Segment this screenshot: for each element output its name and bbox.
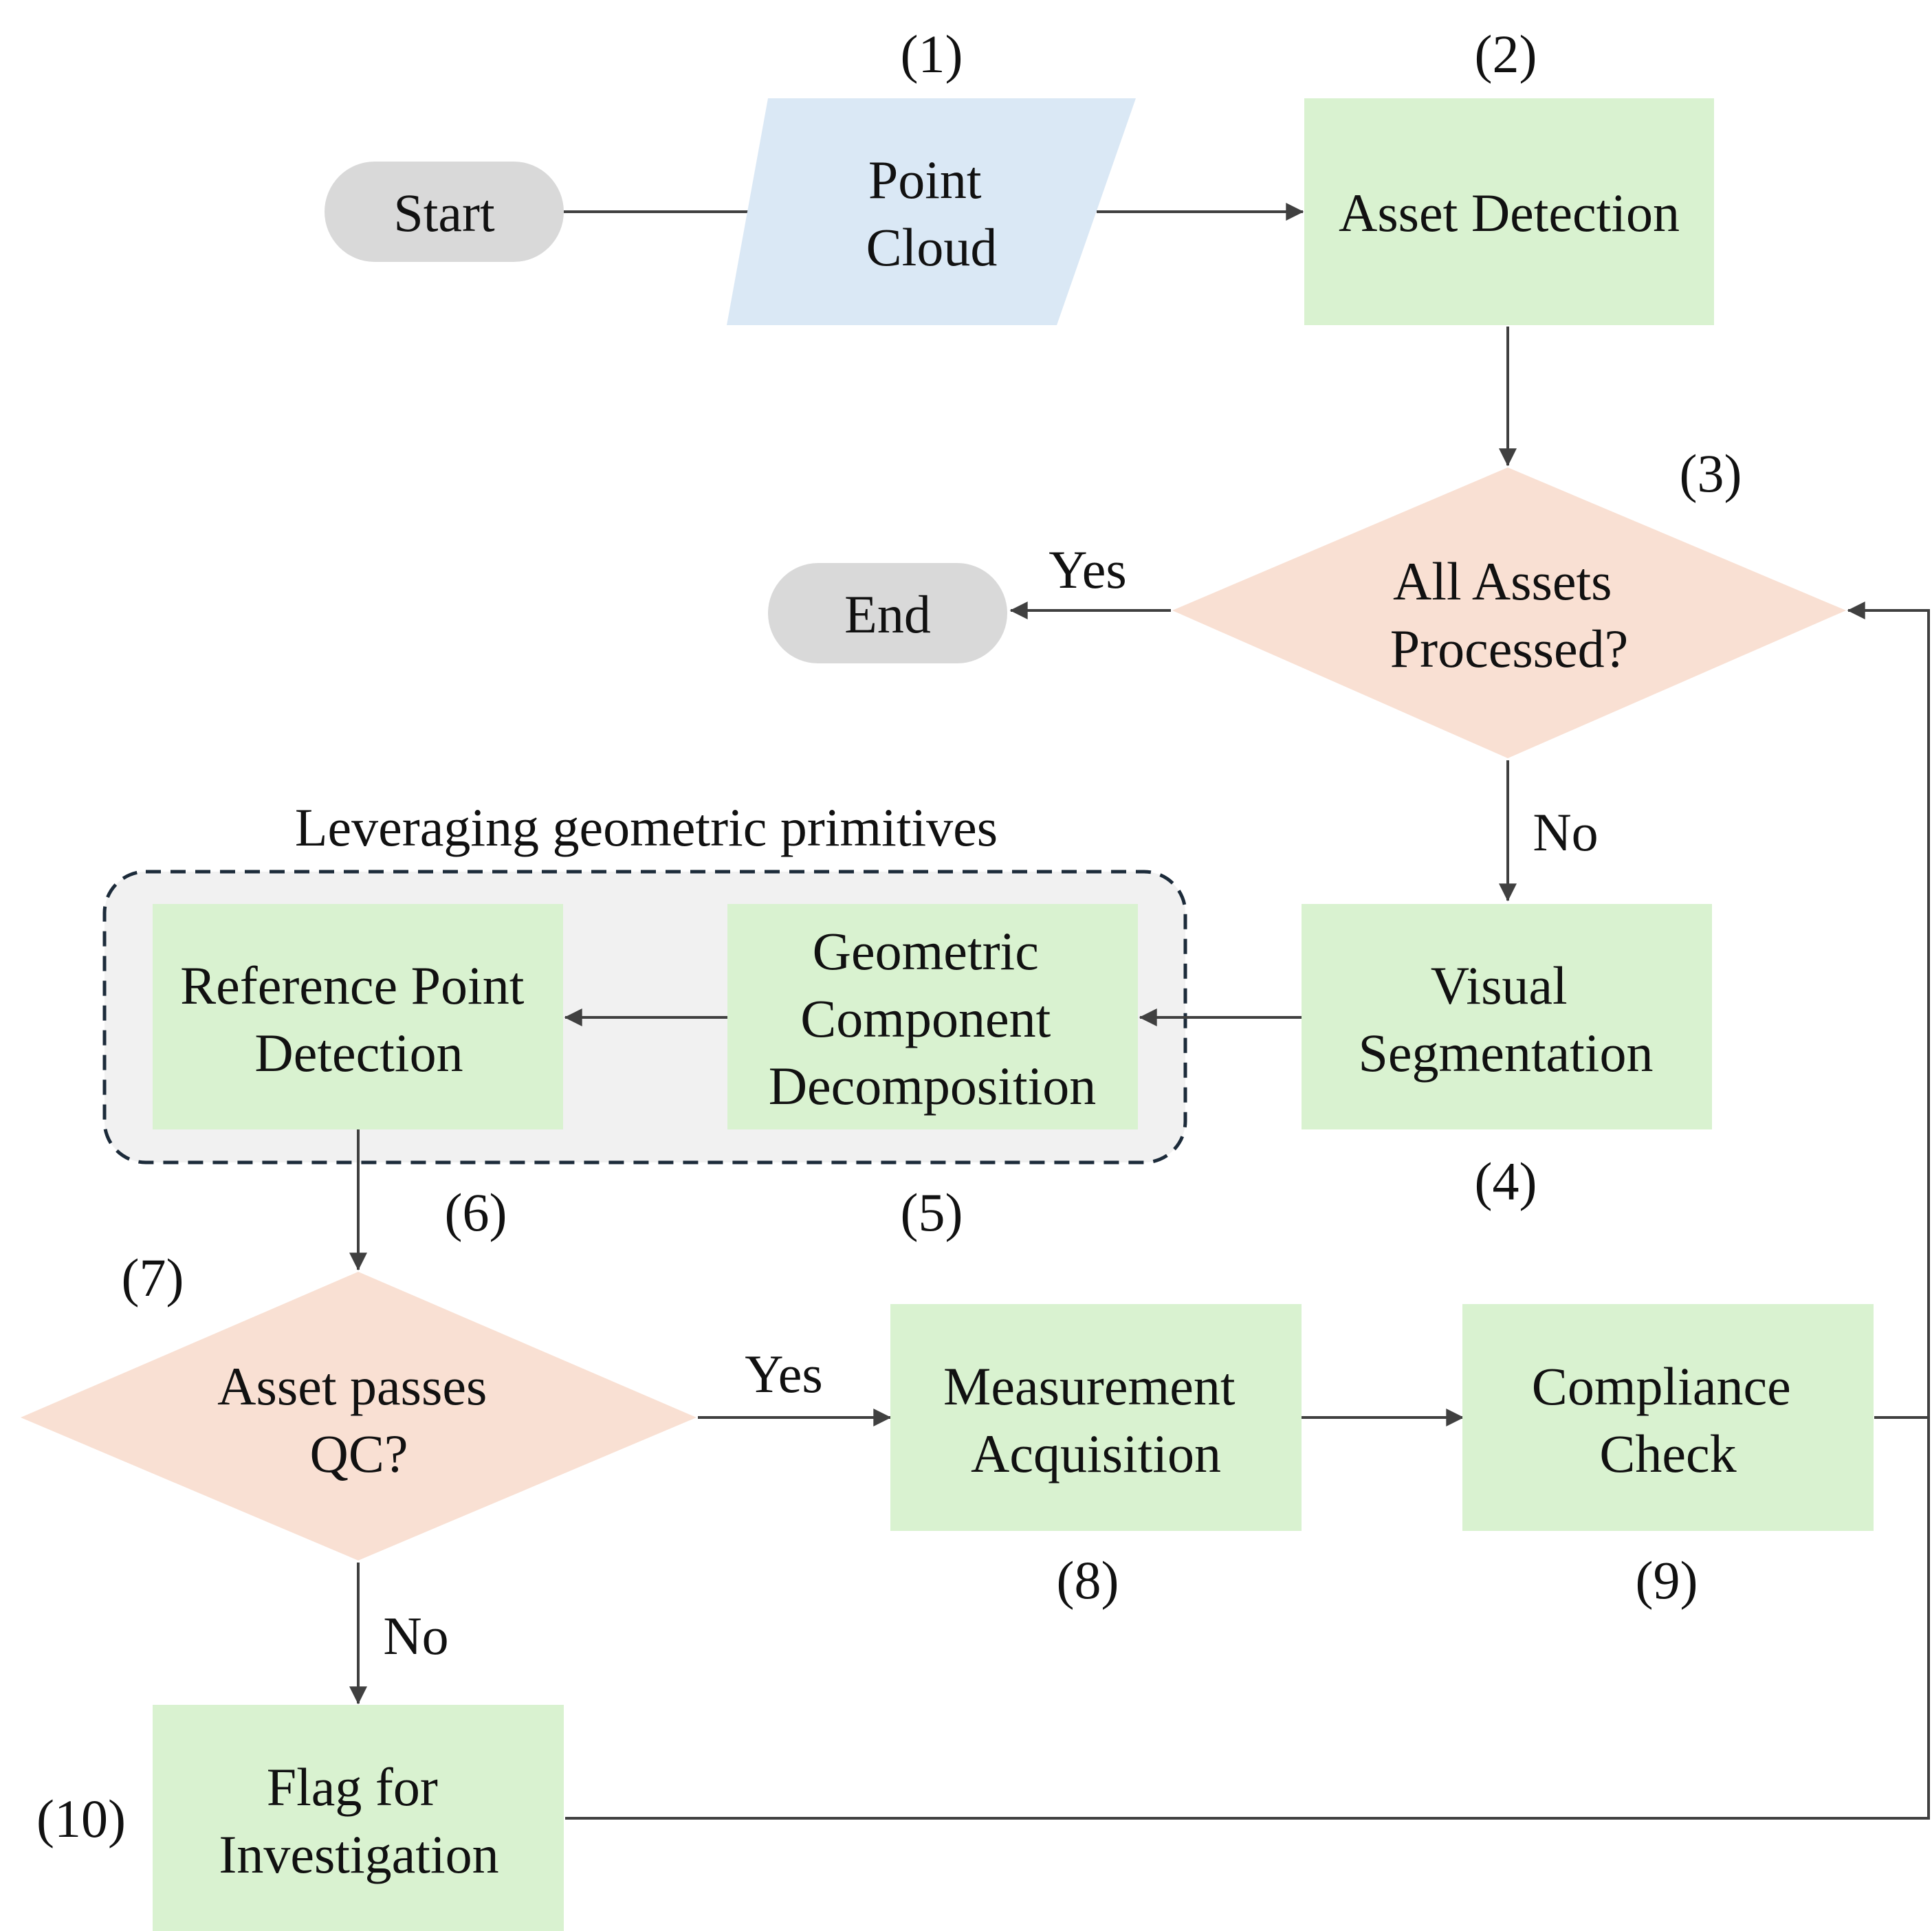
start-label: Start [393, 183, 495, 243]
point-cloud-number: (1) [901, 24, 963, 84]
group-title: Leveraging geometric primitives [295, 797, 998, 857]
edge-label-qc-no: No [383, 1606, 448, 1666]
measurement-label: Measurement Acquisition [943, 1356, 1249, 1483]
asset-detection-number: (2) [1475, 24, 1537, 84]
all-assets-decision-label: All Assets Processed? [1390, 551, 1629, 678]
all-assets-number: (3) [1680, 443, 1742, 503]
reference-point-label: Reference Point Detection [180, 956, 538, 1083]
asset-qc-decision-label: Asset passes QC? [217, 1356, 501, 1483]
point-cloud-node [727, 98, 1136, 325]
edge-label-all-yes: Yes [1049, 540, 1127, 599]
geometric-decomposition-label: Geometric Component Decomposition [769, 921, 1097, 1116]
edge-label-all-no: No [1533, 802, 1598, 862]
geometric-decomposition-number: (5) [901, 1182, 963, 1242]
visual-segmentation-label: Visual Segmentation [1359, 956, 1654, 1083]
asset-qc-decision-node [21, 1272, 696, 1560]
geometric-decomposition-node [727, 904, 1138, 1129]
compliance-label: Compliance Check [1532, 1356, 1804, 1483]
compliance-node [1462, 1304, 1874, 1531]
flag-node [153, 1705, 564, 1931]
point-cloud-label: Point Cloud [866, 150, 998, 277]
start-node [325, 162, 564, 262]
edge-label-qc-yes: Yes [745, 1344, 823, 1404]
visual-segmentation-number: (4) [1475, 1151, 1537, 1211]
reference-point-node [153, 904, 563, 1129]
asset-qc-number: (7) [122, 1248, 184, 1307]
measurement-number: (8) [1057, 1550, 1119, 1610]
flag-label: Flag for Investigation [219, 1757, 498, 1884]
asset-detection-node [1304, 98, 1714, 325]
reference-point-number: (6) [445, 1182, 507, 1242]
edges [349, 203, 1930, 1820]
measurement-node [890, 1304, 1302, 1531]
asset-detection-label: Asset Detection [1339, 183, 1680, 243]
compliance-number: (9) [1636, 1550, 1698, 1610]
visual-segmentation-node [1302, 904, 1712, 1129]
all-assets-decision-node [1172, 467, 1846, 758]
flag-number: (10) [36, 1789, 126, 1849]
edge-flag-loop-back [565, 602, 1930, 1820]
end-node [768, 563, 1007, 663]
end-label: End [844, 584, 931, 644]
